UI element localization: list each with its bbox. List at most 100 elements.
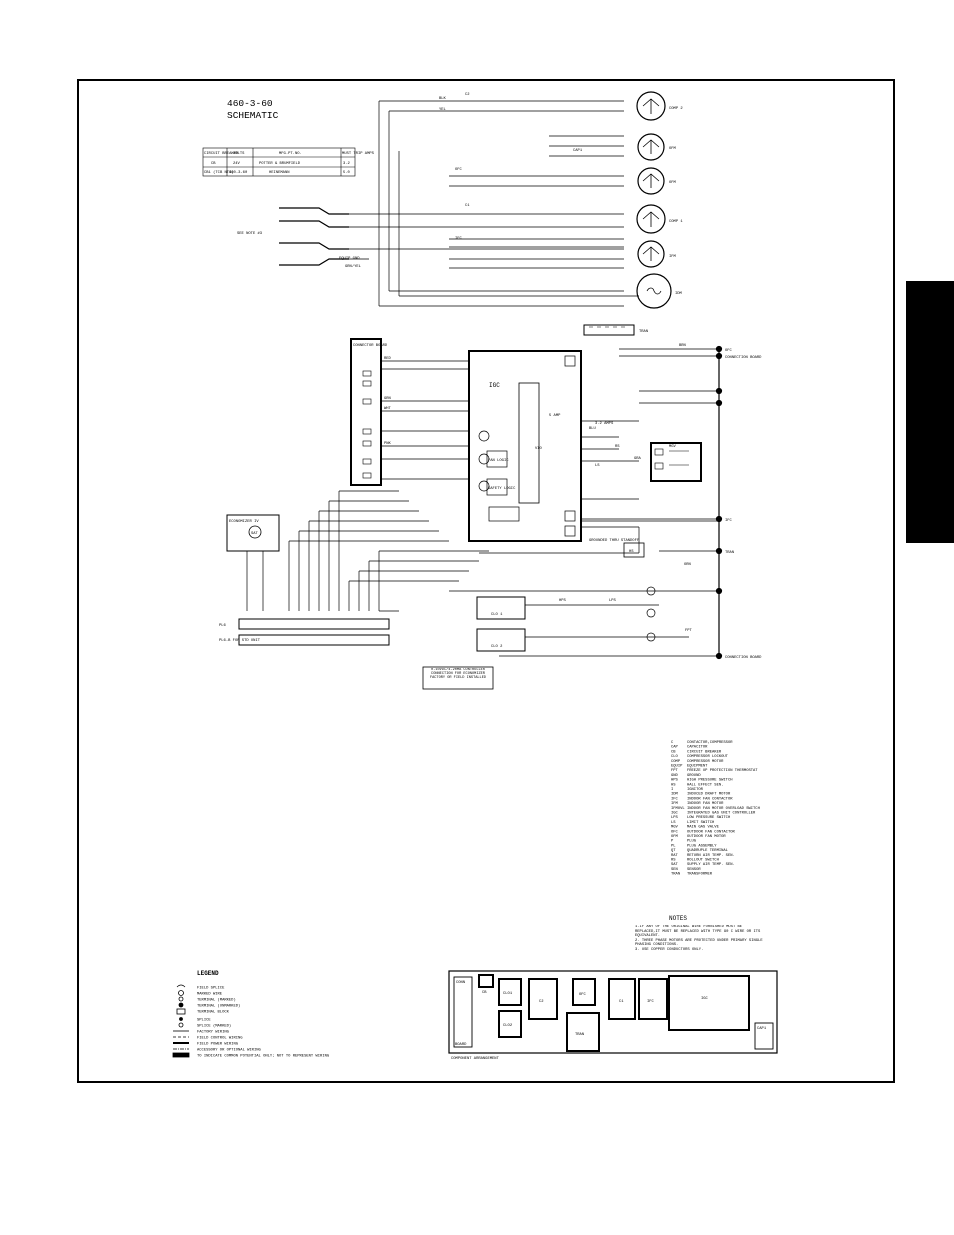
hs-label: HS	[629, 550, 634, 554]
controller-note: 0-10VDC/4-20MA CONTROLLER CONNECTION FOR…	[429, 668, 487, 680]
arr-conn-label: CONN	[456, 981, 465, 985]
abbrev-line: IFM INDOOR FAN MOTOR	[671, 802, 724, 806]
abbrev-line: CLO COMPRESSOR LOCKOUT	[671, 755, 729, 759]
table-cell-r2c3: HEINEMANN	[269, 171, 290, 175]
wire-label-vio: VIO	[535, 447, 543, 451]
grn-yel-label: GRN/YEL	[345, 264, 362, 269]
table-cell-r2c4: 5.0	[343, 171, 351, 175]
ofm1-label: OFM	[669, 147, 677, 151]
wire-label-red: RED	[384, 357, 392, 361]
schematic-frame: 460-3-60 SCHEMATIC CIRCUIT BREAKER VOLTS…	[77, 79, 895, 1083]
arr-clo1-label: CLO1	[503, 992, 513, 996]
abbrev-line: IDM INDUCED DRAFT MOTOR	[671, 793, 731, 797]
cap1-label: CAP1	[573, 149, 583, 153]
abbrev-line: OFM OUTDOOR FAN MOTOR	[671, 835, 726, 839]
right-rail	[499, 345, 723, 660]
motor-ofm1	[637, 133, 665, 161]
schematic-title-line1: 460-3-60	[227, 98, 273, 109]
motor-comp1	[636, 204, 666, 234]
abbrev-line: CAP CAPACITOR	[671, 746, 708, 750]
legend-item: FACTORY WIRING	[197, 1031, 230, 1035]
legend-symbols	[172, 984, 190, 1058]
economizer	[226, 514, 280, 552]
economizer-label: ECONOMIZER IV	[229, 520, 259, 524]
fpt-label: FPT	[685, 629, 693, 633]
rail-ifc-label: IFC	[725, 519, 733, 523]
legend-item: TERMINAL (UNMARKED)	[197, 1004, 240, 1009]
table-cell-r1c3: POTTER & BRUMFIELD	[259, 162, 301, 166]
arr-cb-label: CB	[482, 991, 487, 995]
schematic-title-line2: SCHEMATIC	[227, 110, 279, 121]
tran-label: TRAN	[639, 330, 648, 334]
wire-label-blk: BLK	[439, 97, 447, 101]
rail-ofc-label: OFC	[725, 349, 733, 353]
abbrev-line: IFMOVL INDOOR FAN MOTOR OVERLOAD SWITCH	[671, 807, 760, 811]
page-edge-tab	[906, 281, 954, 543]
legend-item: FIELD POWER WIRING	[197, 1043, 239, 1047]
abbrev-line: IFC INDOOR FAN CONTACTOR	[671, 797, 733, 801]
abbrev-line: PL PLUG ASSEMBLY	[671, 844, 717, 848]
abbrev-line: FPT FREEZE UP PROTECTION THERMOSTAT	[671, 769, 758, 773]
abbrev-line: GND GROUND	[671, 774, 701, 778]
notes-list: 1.IF ANY OF THE ORIGINAL WIRE FURNISHED …	[635, 925, 765, 953]
mgv-label: MGV	[669, 445, 677, 449]
connection-board-label-top: CONNECTION BOARD	[725, 356, 762, 360]
plug-unit-label: PL6-B FOR STD UNIT	[219, 639, 261, 643]
table-cell-r1c4: 3.2	[343, 162, 351, 166]
motor-comp2	[636, 91, 666, 121]
abbrev-line: COMP COMPRESSOR MOTOR	[671, 760, 724, 764]
safety-chain-wiring	[449, 586, 719, 642]
fan-logic-label: FAN LOGIC	[488, 459, 509, 463]
table-cell-r1c1: CB	[211, 162, 216, 166]
arrangement-caption: COMPONENT ARRANGEMENT	[451, 1057, 500, 1061]
legend-item: TERMINAL (MARKED)	[197, 998, 236, 1003]
ifm-label: IFM	[669, 255, 677, 259]
abbrev-line: C CONTACTOR,COMPRESSOR	[671, 741, 733, 745]
arr-cap1-label: CAP1	[757, 1027, 767, 1031]
rs-label: RS	[615, 445, 620, 449]
connection-board-label-bottom: CONNECTION BOARD	[725, 656, 762, 660]
arr-ofc-label: OFC	[579, 993, 587, 997]
abbrev-line: SAT SUPPLY AIR TEMP. SEN.	[671, 863, 735, 867]
table-cell-r2c2: 460-3-60	[229, 171, 248, 175]
note-item-2: 2. THREE PHASE MOTORS ARE PROTECTED UNDE…	[635, 938, 763, 948]
table-header-volts: VOLTS	[233, 152, 245, 156]
wire-label-brn: BRN	[679, 344, 686, 348]
idm-label: IDM	[675, 292, 683, 296]
arr-igc-label: IGC	[701, 997, 709, 1001]
five-amp-label: 5 AMP	[549, 414, 561, 418]
wire-label-gra: GRA	[634, 457, 642, 461]
breaker-table: CIRCUIT BREAKER VOLTS MFG.PT.NO. MUST TR…	[202, 147, 375, 177]
clo2-label: CLO 2	[491, 645, 503, 649]
abbrev-line: CB CIRCUIT BREAKER	[671, 750, 722, 754]
igc-wiring	[381, 360, 719, 554]
abbrev-line: QT QUADRUPLE TERMINAL	[671, 849, 729, 853]
grounded-label: GROUNDED THRU STANDOFF	[589, 539, 640, 543]
abbrev-line: TRAN TRANSFORMER	[671, 873, 713, 877]
sat-label: SAT	[251, 532, 259, 536]
connector-board	[350, 338, 382, 486]
abbrev-line: MGV MAIN GAS VALVE	[671, 826, 720, 830]
wire-label-grn: GRN	[384, 397, 391, 401]
ls-label: LS	[595, 464, 600, 468]
wire-label-wht: WHT	[384, 407, 392, 411]
legend-item: ACCESSORY OR OPTIONAL WIRING	[197, 1049, 262, 1053]
legend-item: TERMINAL BLOCK	[197, 1011, 230, 1015]
wiring-schematic: 460-3-60 SCHEMATIC CIRCUIT BREAKER VOLTS…	[172, 91, 778, 1061]
contactor-wiring	[449, 100, 624, 269]
ofm2-label: OFM	[669, 181, 677, 185]
abbrev-line: OFC OUTDOOR FAN CONTACTOR	[671, 830, 736, 834]
table-header-mfg: MFG.PT.NO.	[279, 152, 302, 156]
connector-board-label: CONNECTOR BOARD	[353, 344, 388, 348]
wire-label-blu: BLU	[589, 427, 597, 431]
abbrev-line: I IGNITOR	[671, 788, 704, 792]
economizer-wiring	[246, 490, 489, 612]
legend-item: SPLICE (MARKED)	[197, 1024, 231, 1029]
abbrev-line: LS LIMIT SWITCH	[671, 821, 714, 825]
table-cell-r1c2: 24V	[233, 162, 241, 166]
abbrev-line: RAT RETURN AIR TEMP. SEN.	[671, 854, 735, 858]
three-amp-label: 3.2 AMPS	[595, 422, 614, 426]
legend-item: TO INDICATE COMMON POTENTIAL ONLY; NOT T…	[197, 1055, 330, 1059]
legend-title: LEGEND	[197, 970, 219, 977]
